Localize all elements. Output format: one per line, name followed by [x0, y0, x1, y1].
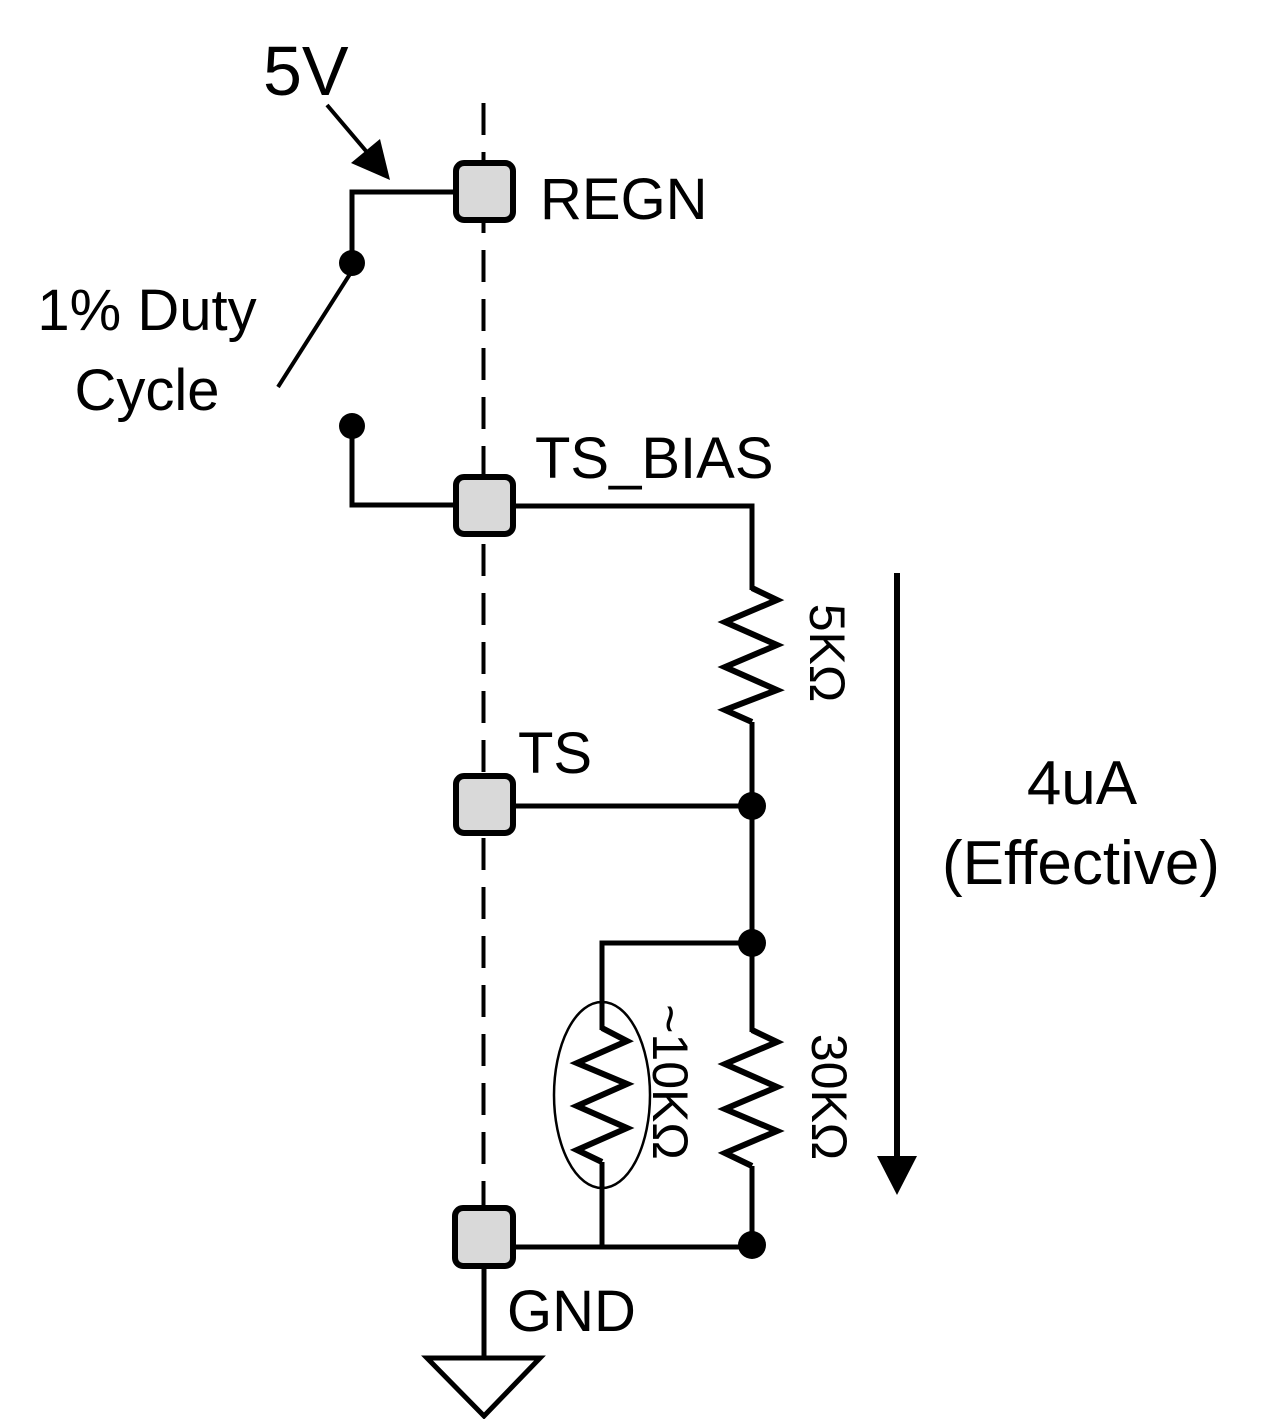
gnd-pin: [452, 1205, 516, 1269]
switch-blade: [276, 272, 352, 389]
current-value-label: 4uA: [1027, 749, 1138, 818]
duty-cycle-label-line1: 1% Duty: [37, 278, 256, 343]
ts-bias-wire-right: [513, 503, 755, 590]
current-flow-arrowhead-icon: [877, 1156, 917, 1195]
resistor-30k-label: 30KΩ: [801, 1034, 857, 1160]
ts-pin: [453, 773, 516, 836]
current-qualifier-label: (Effective): [942, 829, 1220, 898]
supply-pointer-arrowhead-icon: [351, 139, 390, 180]
regn-pin-label: REGN: [540, 167, 708, 232]
supply-voltage-label: 5V: [263, 32, 349, 110]
resistor-5k: [717, 585, 785, 725]
duty-cycle-label-line2: Cycle: [74, 358, 219, 423]
resistor-30k: [717, 1027, 785, 1169]
switch-throw-dot: [339, 413, 365, 439]
ts-bias-pin-label: TS_BIAS: [535, 426, 774, 491]
gnd-pin-label: GND: [507, 1279, 636, 1344]
thermistor-resistor: [569, 1025, 635, 1165]
ts-bias-wire-left: [349, 437, 456, 508]
ts-pin-label: TS: [518, 721, 592, 786]
regn-wire: [349, 189, 457, 255]
regn-pin: [453, 160, 516, 223]
resistor-5k-label: 5KΩ: [799, 604, 855, 703]
switch-pole-dot: [339, 250, 365, 276]
ts-bias-pin: [453, 474, 516, 537]
thermistor-label: ~10KΩ: [642, 1004, 698, 1160]
supply-pointer-line: [325, 103, 368, 153]
ground-symbol-icon: [421, 1355, 546, 1420]
